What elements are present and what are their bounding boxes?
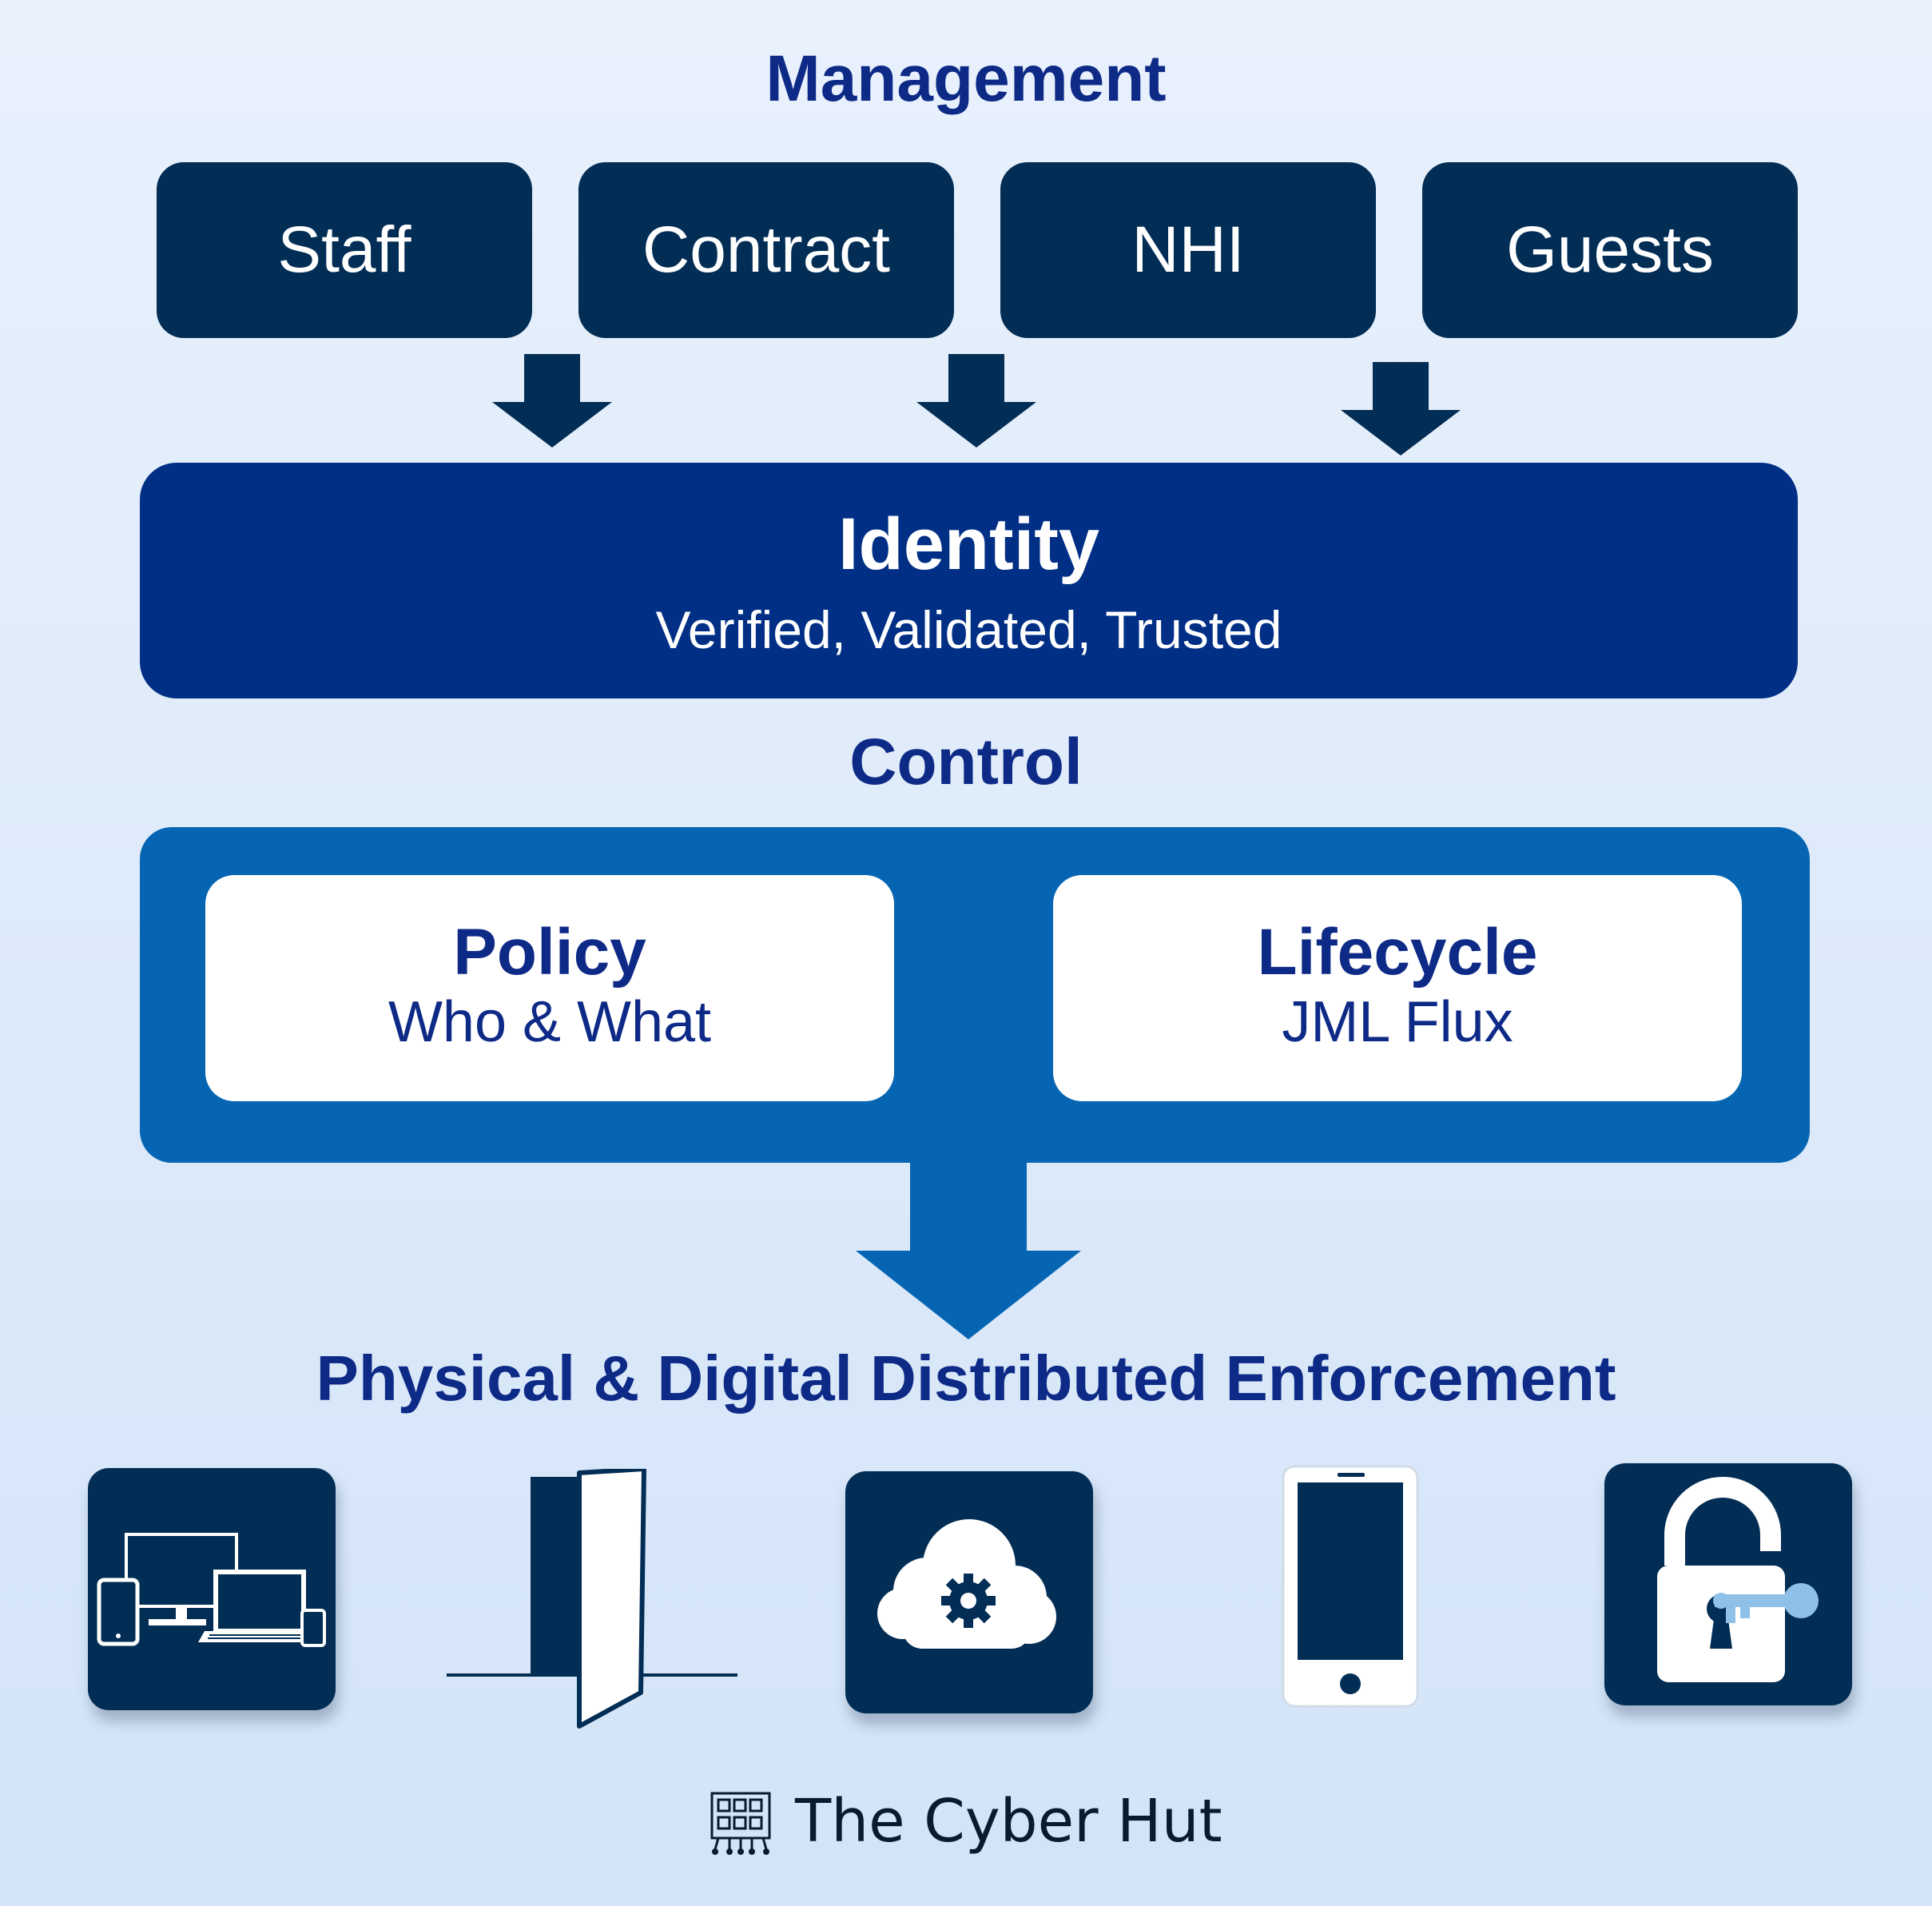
lifecycle-title: Lifecycle (1257, 916, 1538, 989)
management-box-guests: Guests (1422, 162, 1798, 338)
management-title: Management (765, 42, 1167, 115)
down-arrow-icon (492, 354, 612, 448)
management-box-nhi: NHI (1000, 162, 1376, 338)
policy-card: Policy Who & What (205, 875, 894, 1101)
lifecycle-card: Lifecycle JML Flux (1053, 875, 1742, 1101)
lifecycle-subtitle: JML Flux (1282, 990, 1513, 1054)
cloud-gear-icon (845, 1471, 1093, 1713)
management-box-contract: Contract (578, 162, 954, 338)
identity-subtitle: Verified, Validated, Trusted (655, 600, 1282, 659)
devices-icon (88, 1468, 336, 1710)
large-down-arrow-icon (856, 1161, 1081, 1339)
brand-name: The Cyber Hut (795, 1787, 1222, 1856)
down-arrow-icon (916, 354, 1036, 448)
circuit-logo-icon (710, 1792, 771, 1855)
down-arrow-icon (1341, 362, 1461, 456)
identity-block: Identity Verified, Validated, Trusted (140, 463, 1798, 698)
door-icon (447, 1469, 737, 1729)
control-block: Policy Who & What Lifecycle JML Flux (140, 827, 1810, 1163)
policy-title: Policy (453, 916, 646, 989)
control-title: Control (849, 726, 1083, 798)
management-box-staff: Staff (157, 162, 532, 338)
policy-subtitle: Who & What (388, 990, 712, 1054)
smartphone-icon (1282, 1465, 1419, 1708)
identity-title: Identity (837, 503, 1100, 585)
padlock-key-icon (1604, 1463, 1852, 1705)
enforcement-title: Physical & Digital Distributed Enforceme… (316, 1343, 1616, 1414)
